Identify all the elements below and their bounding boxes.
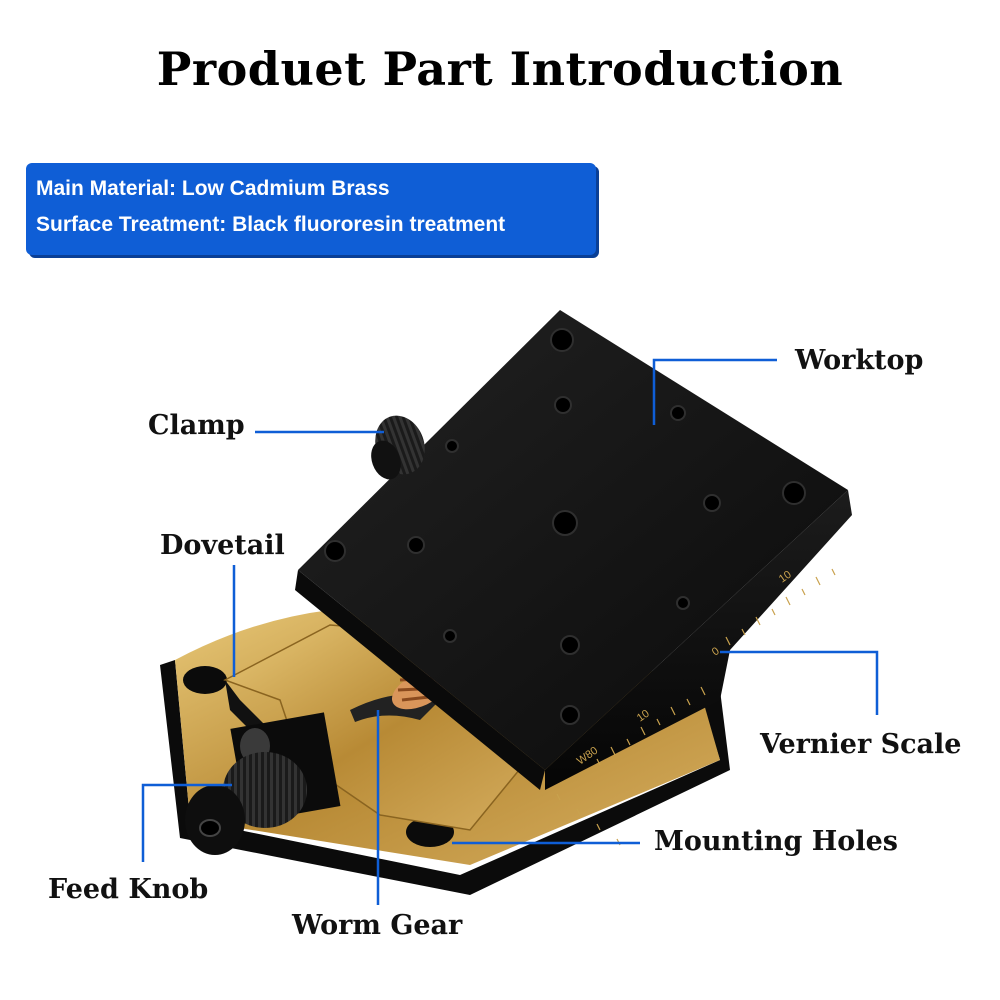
worktop (295, 310, 852, 790)
label-dovetail: Dovetail (160, 530, 285, 561)
label-worktop: Worktop (795, 345, 924, 376)
worktop-callout-line (652, 358, 777, 425)
label-mounting-holes: Mounting Holes (654, 826, 898, 857)
material-info-box: Main Material: Low Cadmium Brass Surface… (26, 163, 596, 255)
label-vernier-scale: Vernier Scale (760, 729, 962, 760)
vernier-scale (556, 568, 836, 846)
worktop-hole (443, 629, 457, 643)
worktop-hole (560, 705, 580, 725)
worktop-hole (676, 596, 690, 610)
worktop-hole (552, 510, 578, 536)
worktop-hole (554, 396, 572, 414)
clamp-knob (371, 415, 425, 480)
worktop-hole (670, 405, 686, 421)
callout-lines (141, 358, 879, 905)
scale-label-10-upper: 10 (777, 569, 794, 586)
label-feed-knob: Feed Knob (48, 874, 209, 905)
page-title: Produet Part Introduction (156, 42, 844, 96)
worktop-hole (782, 481, 806, 505)
worktop-hole (703, 494, 721, 512)
feed-knob-callout-line (141, 783, 232, 862)
mounting-hole (183, 666, 227, 694)
scale-label-10-lower: 10 (635, 708, 652, 725)
surface-treatment-text: Surface Treatment: Black fluororesin tre… (36, 213, 506, 236)
scale-label-0: 0 (710, 645, 722, 658)
label-clamp: Clamp (148, 410, 245, 441)
worktop-hole (407, 536, 425, 554)
worktop-hole (324, 540, 346, 562)
label-worm-gear: Worm Gear (292, 910, 463, 941)
main-material-text: Main Material: Low Cadmium Brass (36, 177, 390, 200)
feed-knob (185, 712, 341, 855)
worktop-hole (560, 635, 580, 655)
worktop-hole (445, 439, 459, 453)
worktop-hole (550, 328, 574, 352)
vernier-callout-line (720, 650, 879, 715)
